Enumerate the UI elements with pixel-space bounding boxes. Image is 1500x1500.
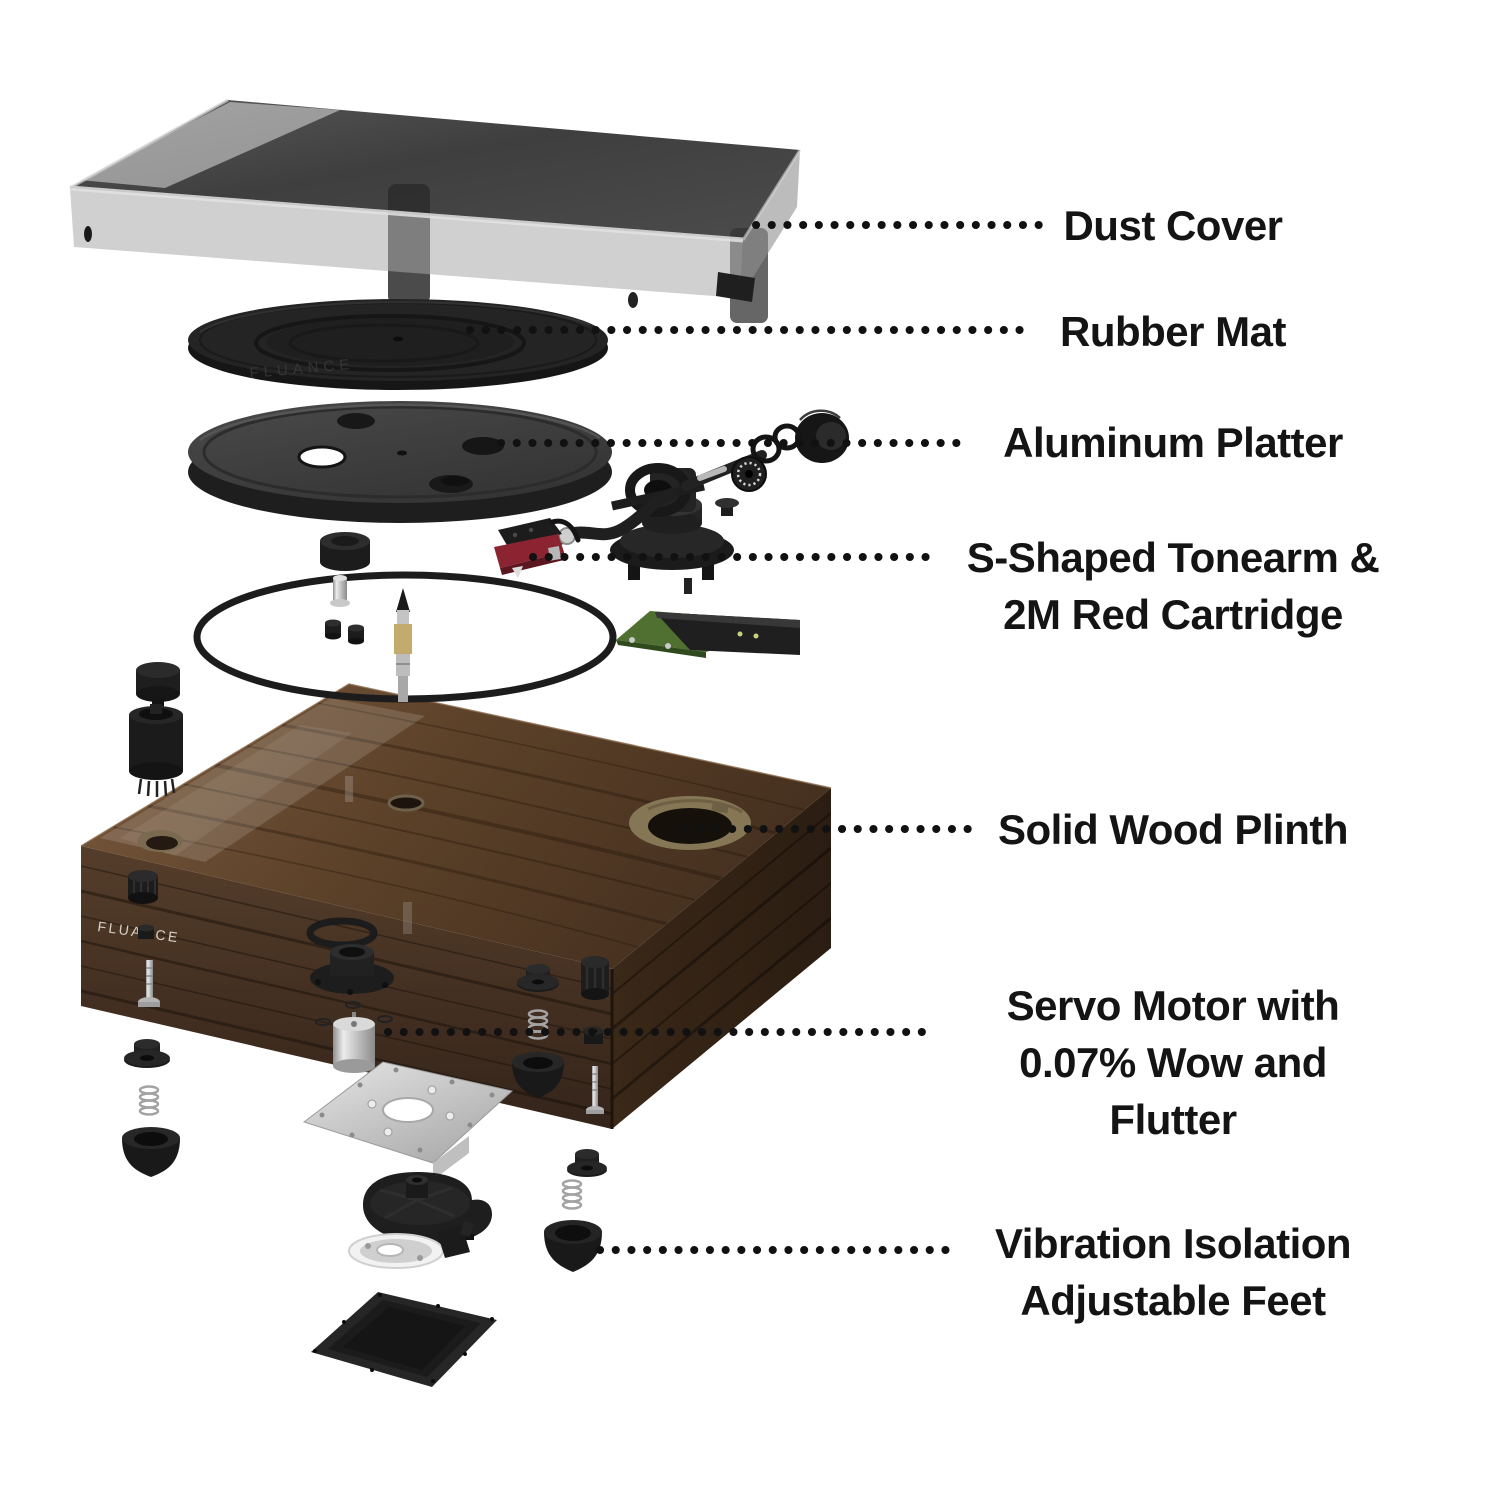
label-line: Servo Motor with: [1006, 982, 1340, 1029]
pcb-graphic: [616, 578, 800, 658]
rubber-mat-graphic: FLUANCE: [188, 299, 608, 390]
label-line: 0.07% Wow and: [1019, 1039, 1327, 1086]
label-line: S-Shaped Tonearm &: [966, 534, 1380, 581]
spindle-graphic: [394, 588, 412, 702]
dust-cover-graphic: [69, 98, 802, 323]
pulley-holder-graphic: [129, 704, 183, 797]
label-line: Dust Cover: [1063, 202, 1283, 249]
label-isolation-feet: Vibration Isolation Adjustable Feet: [938, 1215, 1408, 1329]
label-line: Adjustable Feet: [1020, 1277, 1326, 1324]
label-wood-plinth: Solid Wood Plinth: [938, 801, 1408, 858]
label-rubber-mat: Rubber Mat: [938, 303, 1408, 360]
label-line: Aluminum Platter: [1003, 419, 1343, 466]
label-line: Flutter: [1109, 1096, 1237, 1143]
right-hardware-column: [512, 956, 609, 1272]
label-servo-motor: Servo Motor with 0.07% Wow and Flutter: [938, 977, 1408, 1148]
label-line: Vibration Isolation: [994, 1220, 1352, 1267]
spindle-clips-graphic: [325, 619, 364, 645]
pulley-cap-graphic: [136, 662, 180, 707]
label-aluminum-platter: Aluminum Platter: [938, 414, 1408, 471]
motor-screw-graphic: [330, 575, 350, 607]
label-line: Solid Wood Plinth: [998, 806, 1349, 853]
wood-plinth-graphic: FLUANCE: [80, 683, 832, 1129]
motor-assembly-column: [302, 917, 514, 1387]
label-dust-cover: Dust Cover: [938, 197, 1408, 254]
label-line: 2M Red Cartridge: [1003, 591, 1343, 638]
label-tonearm-cartridge: S-Shaped Tonearm & 2M Red Cartridge: [938, 529, 1408, 643]
label-line: Rubber Mat: [1060, 308, 1287, 355]
left-hardware-column: [122, 870, 180, 1177]
aluminum-platter-graphic: [188, 401, 612, 571]
